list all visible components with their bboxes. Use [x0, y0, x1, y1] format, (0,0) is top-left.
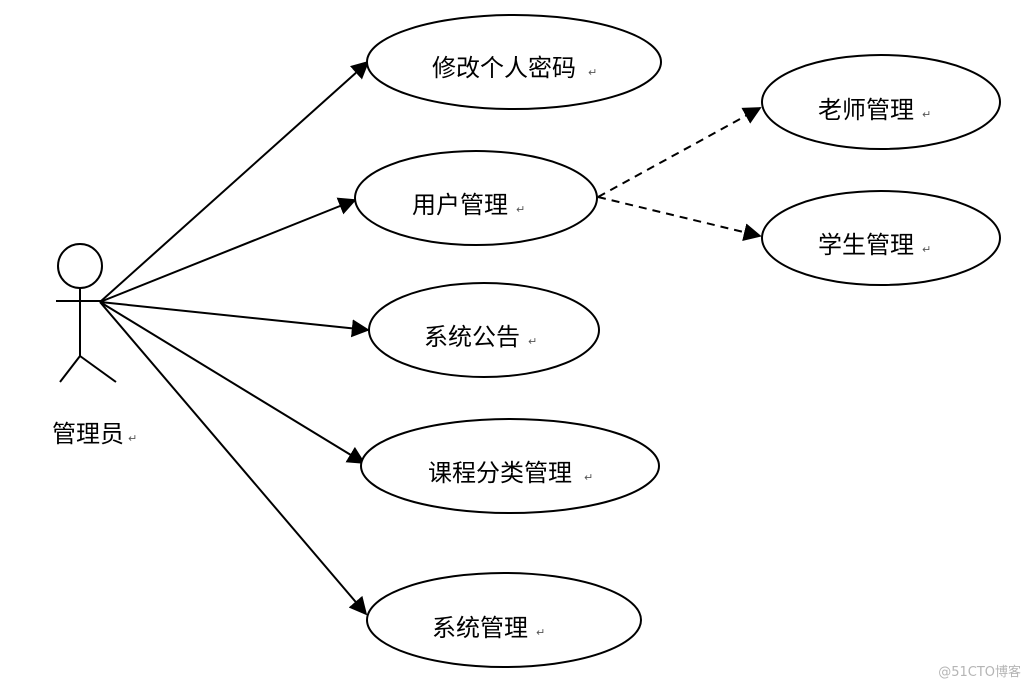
actor-right-leg	[79, 355, 117, 383]
use-case-change-password-label: 修改个人密码	[432, 54, 576, 82]
actor-head	[57, 243, 103, 289]
use-case-teacher-management: 老师管理 ↵	[761, 54, 1001, 150]
use-case-system-management: 系统管理 ↵	[366, 572, 642, 668]
assoc-user-management	[99, 197, 357, 303]
actor-left-leg	[59, 355, 81, 383]
actor-admin: 管理员 ↵	[52, 243, 137, 448]
use-case-course-category: 课程分类管理 ↵	[360, 418, 660, 514]
use-case-system-notice-label: 系统公告	[424, 323, 520, 351]
use-case-student-management: 学生管理 ↵	[761, 190, 1001, 286]
dep-student-management	[597, 196, 762, 241]
para-mark: ↵	[536, 626, 545, 639]
watermark: @51CTO博客	[938, 665, 1021, 680]
use-case-system-management-label: 系统管理	[432, 614, 528, 642]
use-case-student-management-label: 学生管理	[818, 231, 914, 259]
para-mark: ↵	[922, 243, 931, 256]
use-case-user-management-label: 用户管理	[412, 191, 508, 219]
para-mark: ↵	[516, 203, 525, 216]
use-case-teacher-management-label: 老师管理	[818, 96, 914, 124]
assoc-change-password	[99, 60, 370, 303]
use-case-course-category-label: 课程分类管理	[428, 459, 572, 487]
para-mark: ↵	[584, 471, 593, 484]
assoc-system-notice	[99, 301, 370, 338]
assoc-system-management	[99, 301, 368, 616]
dep-teacher-management	[597, 107, 762, 198]
use-case-system-notice: 系统公告 ↵	[368, 282, 600, 378]
use-case-user-management: 用户管理 ↵	[354, 150, 598, 246]
actor-para-mark: ↵	[128, 432, 137, 445]
assoc-course-category	[99, 301, 366, 464]
para-mark: ↵	[922, 108, 931, 121]
para-mark: ↵	[588, 66, 597, 79]
use-case-change-password: 修改个人密码 ↵	[366, 14, 662, 110]
para-mark: ↵	[528, 335, 537, 348]
actor-label: 管理员	[52, 420, 124, 448]
